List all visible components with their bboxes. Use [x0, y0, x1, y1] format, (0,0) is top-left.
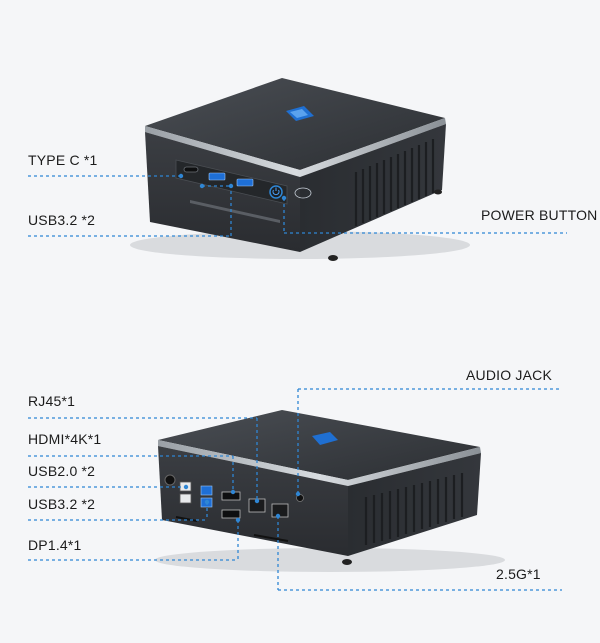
label-lan-2-5g: 2.5G*1 [496, 566, 541, 582]
label-audio-jack: AUDIO JACK [466, 367, 553, 383]
top-callout-lines [28, 175, 567, 237]
usb32-port-2 [236, 178, 254, 187]
device-side-face [300, 124, 446, 252]
intel-core-front-logo [294, 187, 312, 199]
intel-rear-badge [312, 432, 338, 445]
hdmi-port [221, 491, 241, 501]
usb32-port-1 [208, 172, 226, 181]
dc-in-port [164, 474, 176, 486]
label-type-c: TYPE C *1 [28, 152, 98, 168]
label-power-button: POWER BUTTON [481, 207, 598, 223]
dp-port [221, 509, 241, 519]
label-rj45: RJ45*1 [28, 393, 76, 409]
rear-callout-lines [28, 388, 562, 591]
type-c-port [183, 166, 199, 173]
usb20-port-2 [179, 493, 192, 504]
label-usb20: USB2.0 *2 [28, 463, 96, 479]
device-top-surface [145, 78, 445, 170]
usb32-rear-port-1 [200, 485, 213, 496]
label-dp: DP1.4*1 [28, 537, 82, 553]
power-button-icon [269, 185, 283, 199]
device-front-view [130, 78, 470, 261]
label-hdmi: HDMI*4K*1 [28, 431, 102, 447]
lan-2-5g-port [271, 503, 289, 518]
rear-device-top-surface [158, 410, 480, 480]
label-usb32-rear: USB3.2 *2 [28, 496, 96, 512]
label-usb32-front: USB3.2 *2 [28, 212, 96, 228]
device-rear-view [155, 410, 505, 572]
